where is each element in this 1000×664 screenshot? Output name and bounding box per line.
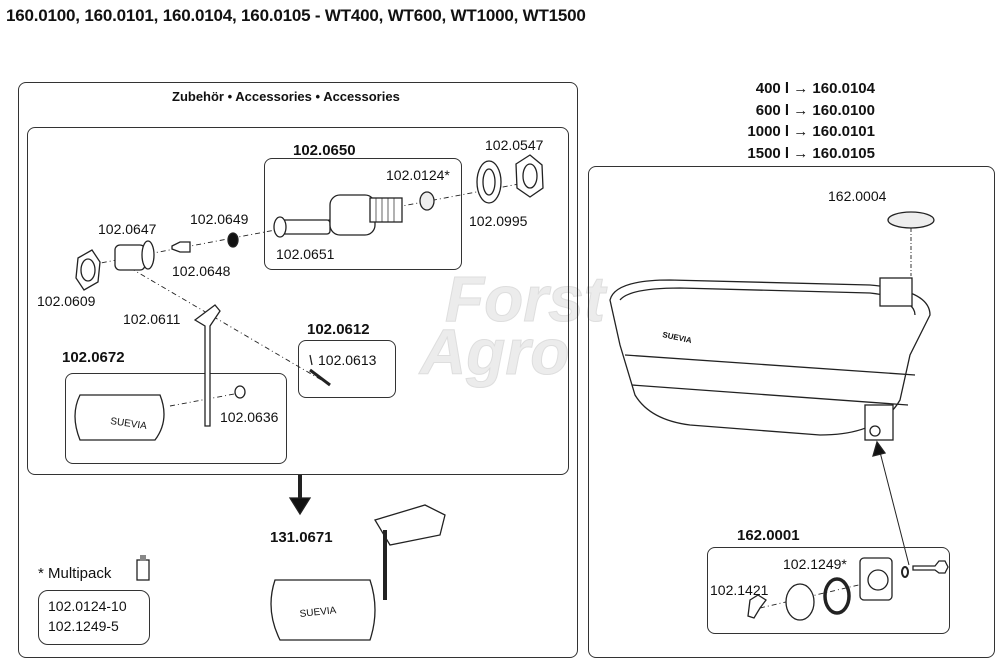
nozzle-icon xyxy=(171,241,191,253)
part-label: 102.0636 xyxy=(220,409,279,425)
assembled-label: 131.0671 xyxy=(270,529,333,546)
axis-line xyxy=(119,261,331,386)
gasket-ring-icon xyxy=(476,160,502,204)
assembled-valve-icon xyxy=(374,504,446,546)
float-icon xyxy=(74,394,165,441)
cap-icon xyxy=(234,385,246,399)
part-label: 102.1421 xyxy=(710,582,769,598)
drain-plug-icon xyxy=(785,583,815,621)
bolt-icon xyxy=(912,560,949,574)
arrow-icon xyxy=(872,440,887,457)
assembled-brand: SUEVIA xyxy=(299,605,337,620)
multipack-item: 102.1249-5 xyxy=(48,618,119,634)
part-label: 102.0609 xyxy=(37,293,96,309)
wing-nut-icon xyxy=(747,594,767,619)
volume-model: 1000 l → 160.0101 xyxy=(747,123,875,140)
lever-arm-icon xyxy=(193,304,221,427)
watermark-agro: Agro xyxy=(419,316,570,389)
part-label: 102.0547 xyxy=(485,137,544,153)
nut-bore xyxy=(80,258,96,282)
volume-model: 600 l → 160.0100 xyxy=(755,102,875,119)
group-box-102-0672 xyxy=(65,373,287,464)
group-label-162-0001: 162.0001 xyxy=(737,527,800,544)
multipack-icon xyxy=(136,559,150,581)
filter-icon xyxy=(419,191,435,211)
trough-panel xyxy=(588,166,995,658)
multipack-label: * Multipack xyxy=(38,565,112,582)
watermark-forst: Forst xyxy=(445,263,606,336)
group-label-102-0650: 102.0650 xyxy=(293,142,356,159)
part-label: 102.0647 xyxy=(98,221,157,237)
nut-icon xyxy=(75,249,101,291)
accessories-panel xyxy=(18,82,578,658)
drain-group-box xyxy=(707,547,950,634)
part-label: 102.0124* xyxy=(386,167,450,183)
group-label-102-0612: 102.0612 xyxy=(307,321,370,338)
volume-model: 400 l → 160.0104 xyxy=(755,80,875,97)
group-label-102-0672: 102.0672 xyxy=(62,349,125,366)
multipack-item: 102.0124-10 xyxy=(48,598,127,614)
part-label: 102.1249* xyxy=(783,556,847,572)
float-brand: SUEVIA xyxy=(110,416,148,432)
part-label: 102.0651 xyxy=(276,246,335,262)
multipack-box xyxy=(38,590,150,645)
drain-plate-icon xyxy=(859,557,893,601)
threaded-body-icon xyxy=(329,194,376,236)
trough-icon xyxy=(609,279,931,436)
page-title: 160.0100, 160.0101, 160.0104, 160.0105 -… xyxy=(6,6,586,25)
part-label: 102.0648 xyxy=(172,263,231,279)
assembled-float-icon xyxy=(270,579,376,641)
valve-body-icon xyxy=(114,244,146,271)
nut-icon xyxy=(515,154,544,198)
group-box-102-0650 xyxy=(264,158,462,270)
part-label: 102.0613 xyxy=(318,352,377,368)
volume-model: 1500 l → 160.0105 xyxy=(747,145,875,162)
part-label: 102.0611 xyxy=(123,311,181,327)
group-box-102-0612 xyxy=(298,340,396,398)
part-label: 102.0995 xyxy=(469,213,528,229)
washer-icon xyxy=(227,232,239,248)
part-label: 162.0004 xyxy=(828,188,887,204)
arrow-down-icon xyxy=(288,497,312,516)
o-ring-icon xyxy=(823,577,851,615)
accessories-heading: Zubehör • Accessories • Accessories xyxy=(172,89,400,104)
valve-exploded-view-box xyxy=(27,127,569,475)
part-label: 102.0649 xyxy=(190,211,249,227)
